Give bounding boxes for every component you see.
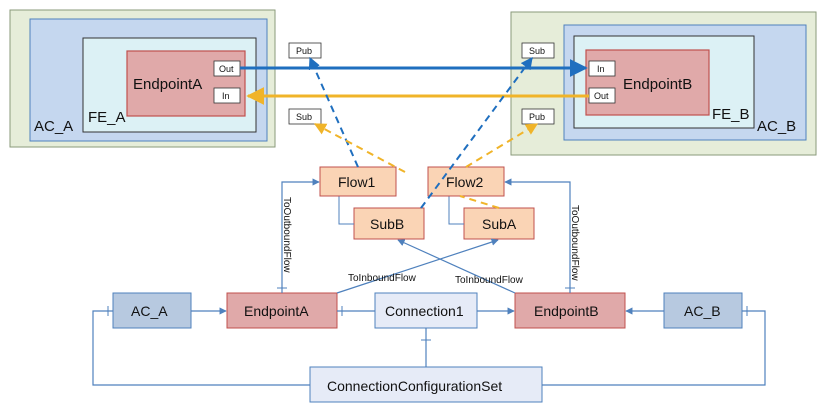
flow1-label: Flow1: [338, 174, 376, 190]
endpoint-a-port-in: [213, 87, 241, 104]
to-outbound-flow-right-label: ToOutboundFlow: [569, 205, 580, 281]
sub-box-a: Sub: [288, 108, 322, 125]
config-set-to-ac-b-loop: [542, 310, 766, 386]
ac-a-label: AC_A: [34, 118, 73, 135]
ac-b-box-label: AC_B: [684, 303, 721, 319]
endpoint-b-top-label: EndpointB: [623, 76, 692, 93]
config-set-box-label: ConnectionConfigurationSet: [327, 378, 502, 394]
flow1-to-pub-a-dashed: [308, 56, 359, 168]
to-inbound-flow-right-label: ToInboundFlow: [455, 275, 524, 286]
endpoint-b-to-flow2: [504, 178, 571, 293]
endpoint-a-port-out-label: Out: [219, 64, 234, 74]
flow1-subb-connector: [338, 196, 354, 225]
sub-box-b: Sub: [521, 42, 555, 59]
suba-box: SubA: [463, 207, 535, 240]
ac-b-label: AC_B: [757, 118, 796, 135]
endpoint-b-port-in-label: In: [597, 64, 605, 74]
suba-label: SubA: [482, 216, 517, 232]
endpoint-a-box-label: EndpointA: [244, 303, 309, 319]
sub-box-a-label: Sub: [296, 112, 312, 122]
endpoint-a-top: EndpointA Out In: [126, 50, 246, 117]
ac-a-box-label: AC_A: [131, 303, 168, 319]
flow2-to-pub-b-dashed: [465, 123, 539, 168]
flow1-box: Flow1: [319, 166, 397, 197]
suba-to-flow2-dashed: [459, 195, 500, 209]
connection1-box: Connection1: [374, 292, 478, 329]
ac-b-box: AC_B: [663, 292, 743, 329]
endpoint-b-to-subb: [397, 239, 516, 294]
endpoint-a-box: EndpointA: [226, 292, 338, 329]
endpoint-b-port-in: [588, 60, 616, 77]
endpoint-b-top: EndpointB In Out: [585, 49, 710, 116]
endpoint-b-port-out-label: Out: [594, 91, 609, 101]
flow1-to-sub-a-dashed: [313, 123, 406, 173]
flow2-box: Flow2: [427, 166, 505, 197]
to-outbound-flow-left-label: ToOutboundFlow: [281, 197, 292, 273]
ac-a-box: AC_A: [112, 292, 192, 329]
fe-a-label: FE_A: [88, 109, 126, 126]
config-set-to-ac-a-loop: [92, 310, 310, 386]
flow2-label: Flow2: [446, 174, 484, 190]
endpoint-a-to-flow1: [281, 178, 320, 293]
sub-box-b-label: Sub: [529, 46, 545, 56]
flow2-suba-connector: [448, 196, 464, 225]
endpoint-a-port-in-label: In: [222, 91, 230, 101]
subb-label: SubB: [370, 216, 404, 232]
config-set-box: ConnectionConfigurationSet: [309, 366, 543, 403]
endpoint-a-top-label: EndpointA: [133, 76, 202, 93]
pub-box-a-label: Pub: [296, 46, 312, 56]
endpoint-b-box: EndpointB: [514, 292, 626, 329]
pub-box-b: Pub: [521, 108, 555, 125]
to-inbound-flow-left-label: ToInboundFlow: [348, 273, 417, 284]
connection1-box-label: Connection1: [385, 303, 464, 319]
pub-box-a: Pub: [288, 42, 322, 59]
endpoint-b-box-label: EndpointB: [534, 303, 599, 319]
subb-box: SubB: [353, 207, 425, 240]
endpoint-a-to-suba: [336, 238, 499, 294]
fe-b-label: FE_B: [712, 106, 750, 123]
pub-box-b-label: Pub: [529, 112, 545, 122]
